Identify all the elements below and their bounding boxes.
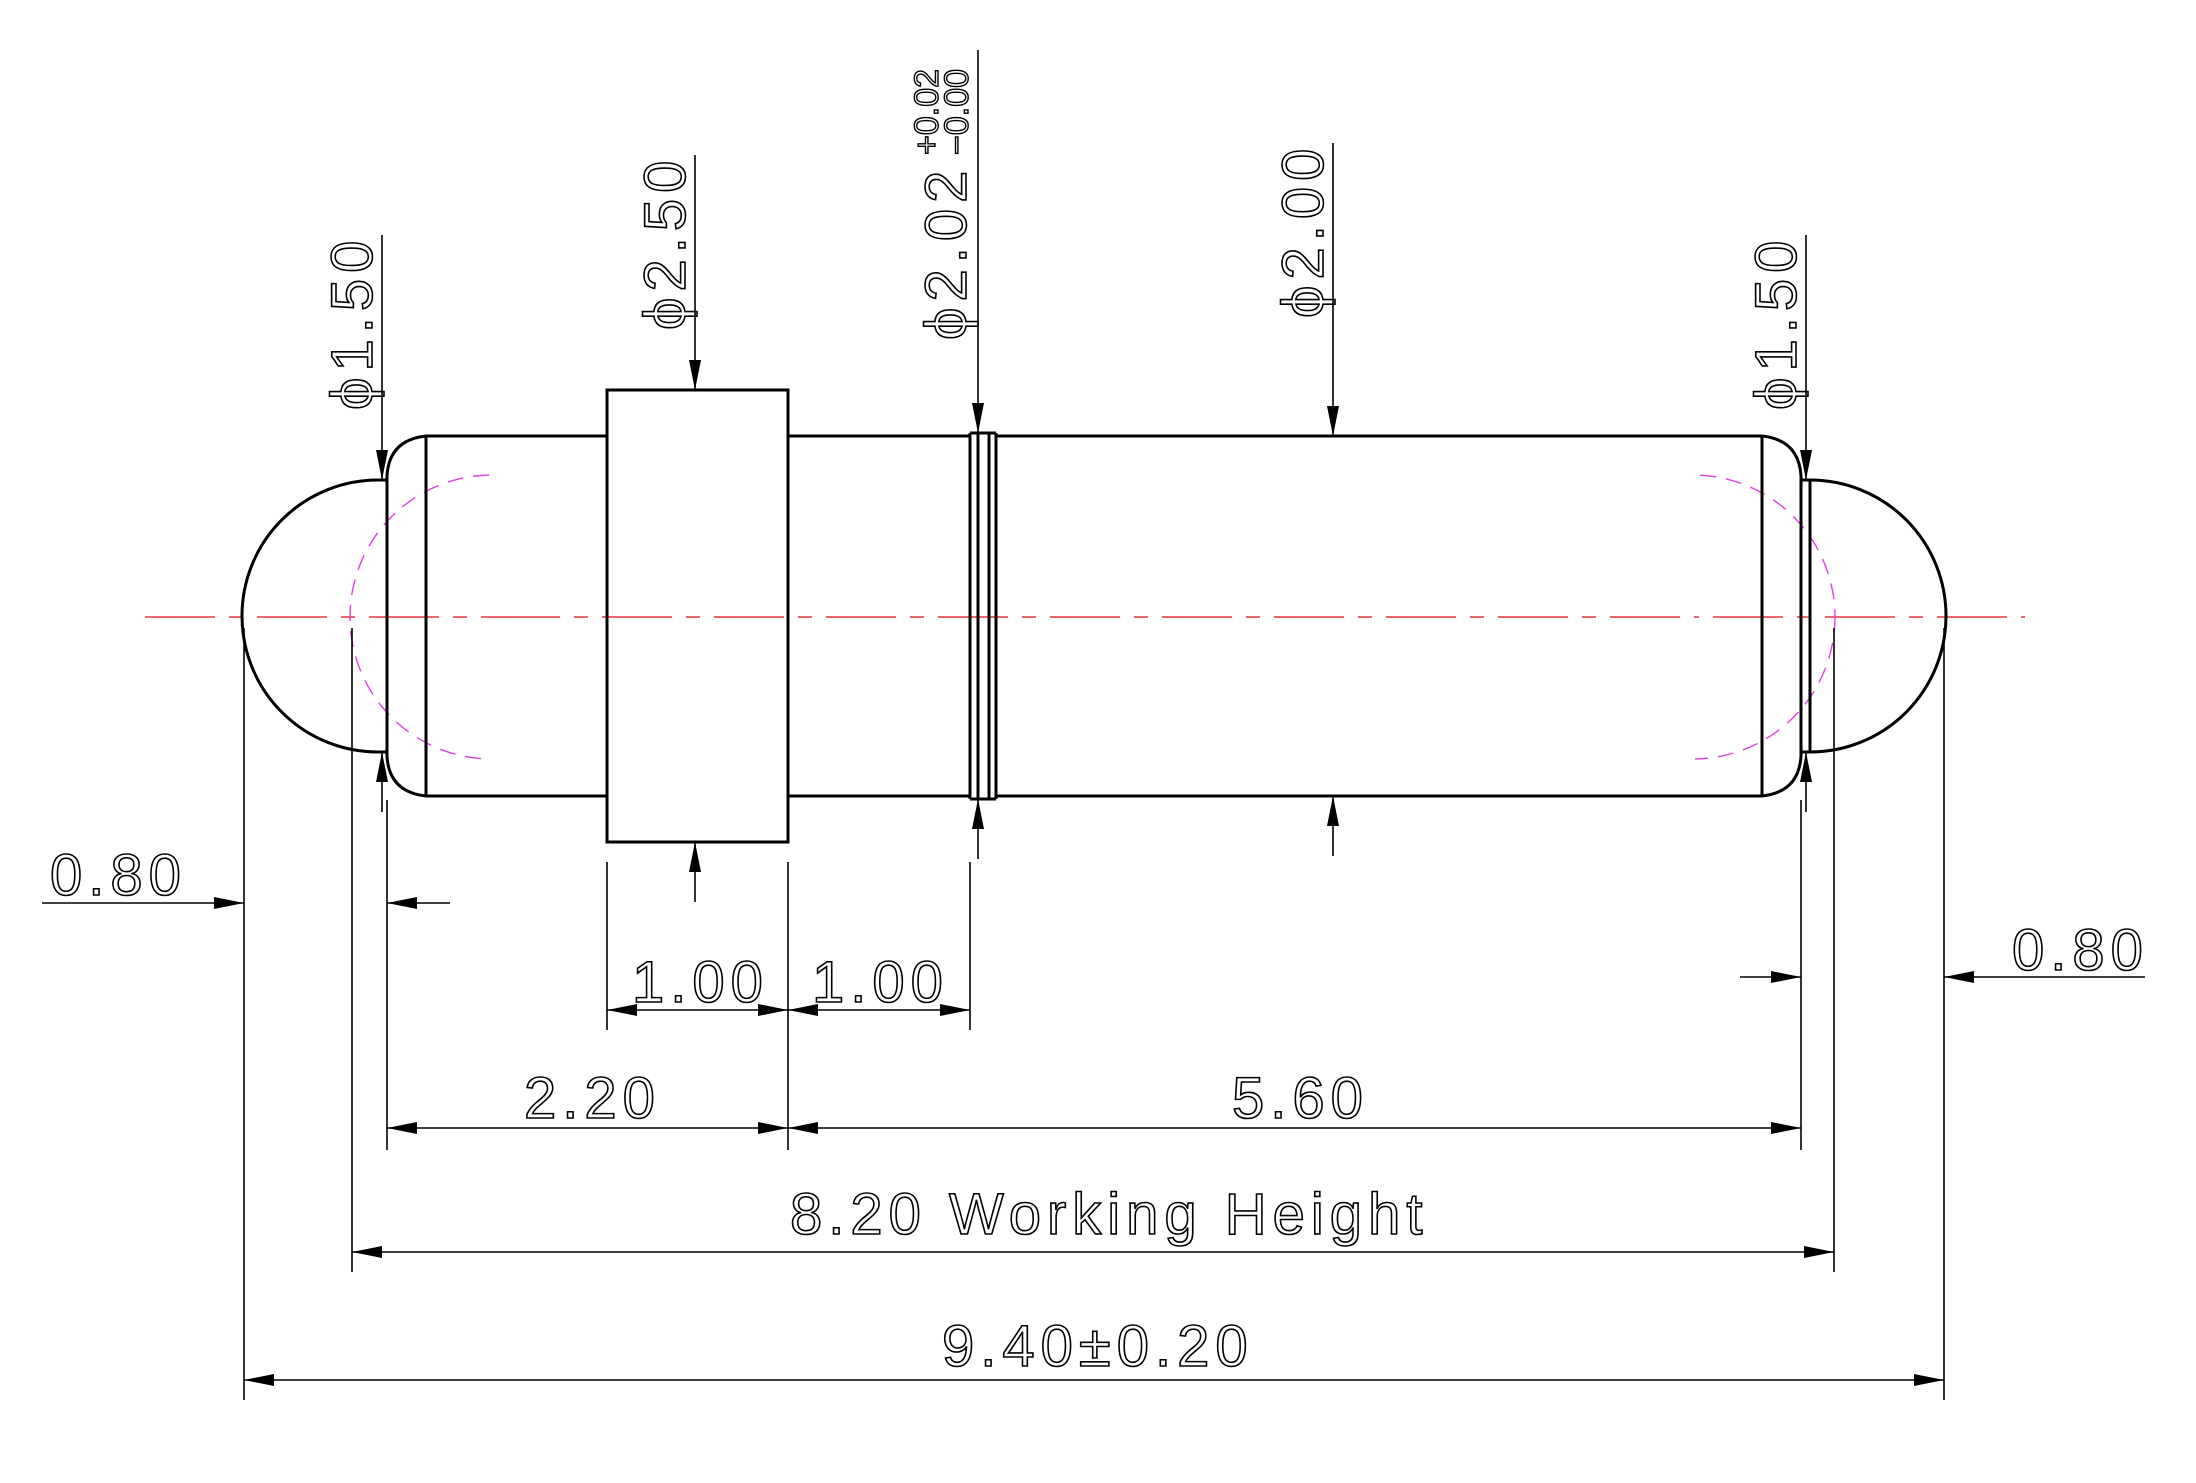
right-barrel-end [1761, 434, 1803, 798]
left-dome-tip [240, 478, 379, 754]
dim-working-height: 8.20 Working Height [790, 1182, 1428, 1247]
dim-groove-tol-minus: −0.00 [938, 69, 976, 155]
collar [605, 388, 790, 844]
dim-right-section: 5.60 [1232, 1066, 1369, 1131]
dim-barrel-diameter: ϕ2.00 [1271, 143, 1336, 318]
dim-tip-left-length: 0.80 [50, 843, 187, 908]
dim-collar-width: 1.00 [632, 950, 769, 1015]
left-barrel-end [385, 434, 427, 798]
dim-collar-diameter: ϕ2.50 [633, 155, 698, 330]
dim-left-section: 2.20 [524, 1066, 661, 1131]
part-outline [240, 388, 1948, 844]
right-dome-tip [1809, 478, 1948, 754]
dim-overall-length: 9.40±0.20 [942, 1314, 1254, 1379]
dim-groove-diameter: ϕ2.02 [914, 165, 979, 340]
dim-tip-right-diameter: ϕ1.50 [1744, 235, 1809, 410]
dim-groove-tol-plus: +0.02 [908, 69, 946, 155]
dim-tip-left-diameter: ϕ1.50 [320, 235, 385, 410]
groove-ring [968, 431, 998, 801]
dim-tip-right-length: 0.80 [2012, 918, 2149, 983]
dim-collar-to-groove: 1.00 [812, 950, 949, 1015]
